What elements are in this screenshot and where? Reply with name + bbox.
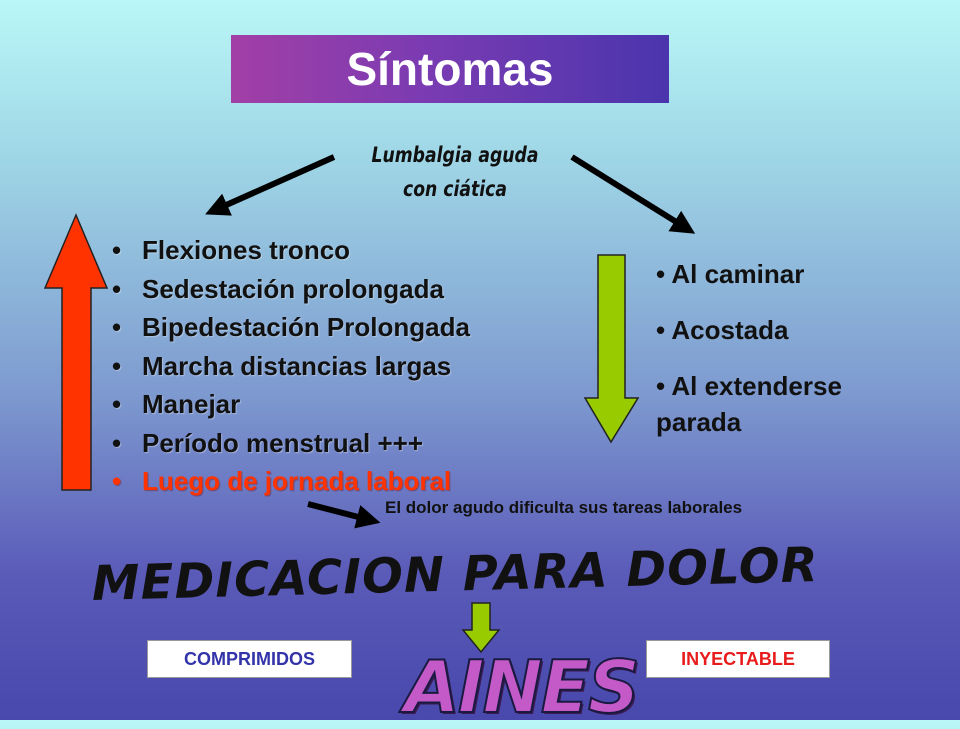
green-down-arrow bbox=[583, 254, 640, 444]
list-item-highlighted: •Luego de jornada laboral bbox=[112, 466, 452, 496]
list-item: •Marcha distancias largas bbox=[112, 350, 452, 381]
list-item: •Período menstrual +++ bbox=[112, 427, 424, 458]
green-down-arrow-small bbox=[461, 602, 501, 654]
subtitle: Lumbalgia aguda con ciática bbox=[353, 138, 558, 206]
list-item: •Sedestación prolongada bbox=[112, 273, 444, 304]
page-title: Síntomas bbox=[346, 43, 554, 95]
note-text: El dolor agudo dificulta sus tareas labo… bbox=[385, 498, 743, 517]
injectable-box: INYECTABLE bbox=[646, 640, 830, 678]
list-item: •Manejar bbox=[112, 389, 241, 419]
left-pointer-arrow bbox=[205, 154, 336, 216]
note-pointer-arrow bbox=[307, 501, 381, 529]
red-up-arrow bbox=[43, 213, 109, 491]
subtitle-line-1: Lumbalgia aguda bbox=[371, 143, 539, 167]
right-pointer-arrow bbox=[570, 154, 696, 234]
tablets-box: COMPRIMIDOS bbox=[147, 640, 352, 678]
list-item: •Bipedestación Prolongada bbox=[112, 312, 470, 342]
subtitle-line-2: con ciática bbox=[403, 177, 507, 201]
aines-wordart: AINES bbox=[403, 645, 641, 729]
title-banner: Síntomas bbox=[231, 35, 669, 103]
trigger-list: •Flexiones tronco •Sedestación prolongad… bbox=[112, 232, 470, 502]
list-item: • Al caminar bbox=[656, 259, 805, 289]
list-item: •Flexiones tronco bbox=[112, 235, 351, 265]
list-item: • Acostada bbox=[656, 315, 789, 345]
